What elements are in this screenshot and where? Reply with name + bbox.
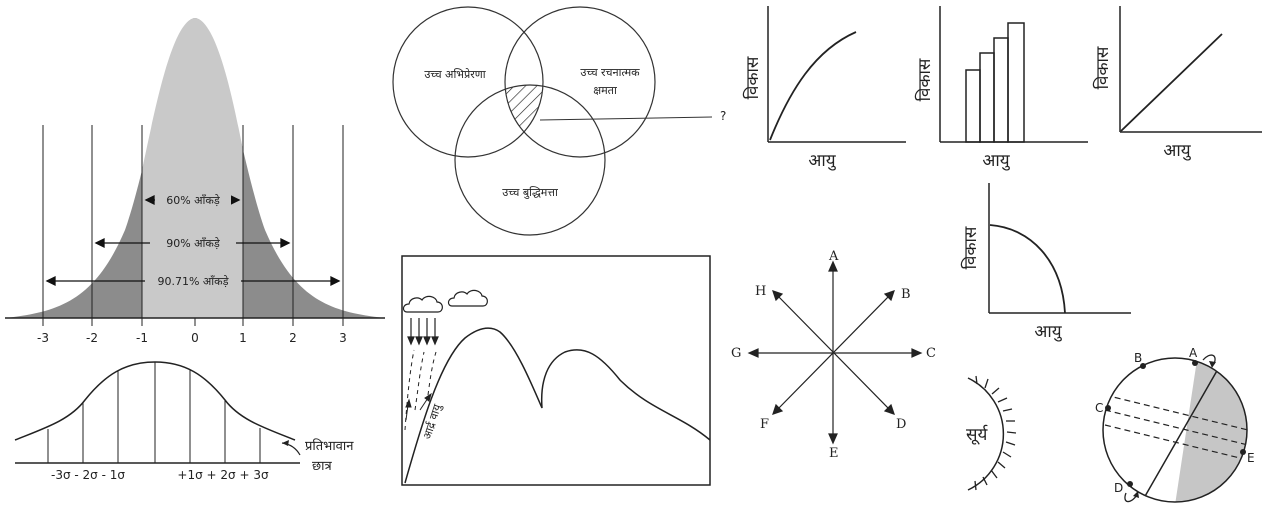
sigma-curve-figure: -3σ - 2σ - 1σ +1σ + 2σ + 3σ प्रतिभावान छ… <box>14 361 354 482</box>
venn-question-mark: ? <box>720 109 726 123</box>
sun-label: सूर्य <box>966 424 988 445</box>
tick-label: -3 <box>37 331 49 345</box>
rotation-arrow-bottom <box>1124 492 1138 503</box>
band-9071-label: 90.71% आँकड़े <box>157 275 228 288</box>
callout-label-line1: प्रतिभावान <box>305 438 354 454</box>
direction-label-B: B <box>901 287 911 302</box>
tick-label: 2 <box>289 331 297 345</box>
y-axis-label: विकास <box>1092 46 1113 89</box>
direction-star <box>747 260 923 445</box>
growth-graph-1: विकास आयु <box>742 6 906 171</box>
latitude-line <box>1104 424 1247 461</box>
direction-label-G: G <box>731 346 741 361</box>
growth-curve <box>769 31 857 141</box>
arrow-head-B <box>883 290 895 302</box>
sigma-left-label: -3σ - 2σ - 1σ <box>51 468 125 482</box>
arrow-head-F <box>772 403 784 415</box>
direction-label-A: A <box>828 249 839 264</box>
y-axis-label: विकास <box>914 58 935 101</box>
callout-label-line2: छात्र <box>312 459 332 474</box>
growth-curve <box>989 224 1066 314</box>
growth-bar <box>965 69 981 143</box>
venn-circle-motivation <box>392 6 544 158</box>
arrow-head-G <box>747 348 759 358</box>
relief-profile <box>404 327 711 484</box>
globe-label-D: D <box>1114 481 1123 495</box>
rotation-arrow-top <box>1202 354 1216 365</box>
globe-outline <box>1102 357 1248 503</box>
growth-graph-4: विकास आयु <box>960 183 1131 342</box>
arrow-head-A <box>828 260 838 272</box>
venn-circle-creativity <box>504 6 656 158</box>
sigma-right-label: +1σ + 2σ + 3σ <box>177 468 269 482</box>
cloud-icon <box>447 289 488 307</box>
growth-line <box>1120 33 1223 132</box>
x-axis-label: आयु <box>1034 322 1062 342</box>
earth-axis <box>1143 361 1223 499</box>
growth-bar <box>993 37 1009 143</box>
tick-label: -2 <box>86 331 98 345</box>
x-axis-label: आयु <box>982 151 1010 171</box>
earth-globe-figure: B A C E D <box>1095 346 1255 503</box>
direction-label-D: D <box>896 417 906 432</box>
globe-label-E: E <box>1247 451 1255 465</box>
venn-label-motivation: उच्च अभिप्रेरणा <box>424 68 485 81</box>
venn-circle-intelligence <box>454 84 606 236</box>
venn-label-creativity-1: उच्च रचनात्मक <box>580 66 640 79</box>
night-side-shade <box>1170 358 1247 502</box>
growth-bar <box>1007 22 1025 143</box>
y-axis-label: विकास <box>742 56 763 99</box>
relief-frame <box>401 255 711 486</box>
band-60-label: 60% आँकड़े <box>166 194 220 207</box>
tick-label: -1 <box>136 331 148 345</box>
growth-bar <box>979 52 995 143</box>
tick-label: 3 <box>339 331 347 345</box>
globe-label-A: A <box>1189 346 1198 360</box>
arrow-head-E <box>828 433 838 445</box>
tick-label: 1 <box>239 331 247 345</box>
direction-label-H: H <box>755 284 766 299</box>
intersection-hatch <box>505 85 543 157</box>
growth-graph-2: विकास आयु <box>914 6 1088 171</box>
callout-arrow <box>281 442 301 456</box>
venn-label-intelligence: उच्च बुद्धिमत्ता <box>502 186 558 199</box>
latitude-line <box>1104 409 1247 446</box>
sun-figure: सूर्य <box>966 375 1017 491</box>
band-90-label: 90% आँकड़े <box>166 237 220 250</box>
direction-label-F: F <box>760 417 769 432</box>
latitude-line <box>1104 394 1247 431</box>
arrow-head-H <box>772 290 784 302</box>
arrow-head-C <box>911 348 923 358</box>
tick-label: 0 <box>191 331 199 345</box>
globe-label-C: C <box>1095 401 1103 415</box>
cloud-icon <box>402 295 443 313</box>
x-axis-label: आयु <box>808 151 836 171</box>
venn-pointer-line <box>539 116 713 121</box>
globe-label-B: B <box>1134 351 1142 365</box>
venn-label-creativity-2: क्षमता <box>593 84 617 97</box>
direction-label-C: C <box>926 346 936 361</box>
relief-rainfall-figure: आर्द्र वायु <box>401 255 711 486</box>
growth-graph-3: विकास आयु <box>1092 6 1262 161</box>
normal-curve-figure: -3 -2 -1 0 1 2 3 60% आँकड़े 90% आँकड़े 9… <box>5 18 385 345</box>
x-axis-label: आयु <box>1163 141 1191 161</box>
venn-diagram: उच्च अभिप्रेरणा उच्च रचनात्मक क्षमता उच्… <box>392 6 726 236</box>
direction-label-E: E <box>829 446 839 461</box>
y-axis-label: विकास <box>960 226 981 269</box>
arrow-head-D <box>883 403 895 415</box>
